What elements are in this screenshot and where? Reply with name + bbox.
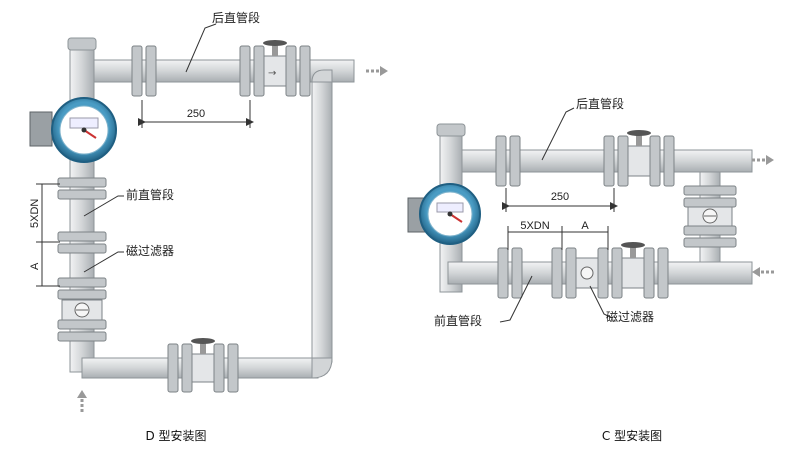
d-magnetic-filter [61,299,103,321]
d-label-magnetic-filter: 磁过滤器 [126,243,174,258]
c-inlet-arrow-icon [752,267,774,277]
c-caption: C 型安装图 [602,428,662,443]
d-label-rear-straight: 后直管段 [212,10,260,25]
c-leader-rear [541,107,575,161]
d-vertical-flanges [57,177,107,342]
d-top-flanges [131,45,311,97]
diagram-d: → [29,10,388,443]
c-bottom-flanges [497,247,669,299]
d-caption: D 型安装图 [145,428,206,443]
d-dim-5xdn-text: 5XDN [29,199,41,228]
d-dim-a-text: A [29,262,41,270]
c-dim-5xdn-text: 5XDN [520,220,549,232]
c-leader-filter [589,285,613,319]
c-top-flanges [495,135,675,187]
d-outlet-arrow-icon [366,66,388,76]
d-top-valve: → [263,40,287,87]
d-flow-meter [29,97,117,163]
d-bottom-valve [191,338,215,383]
svg-text:→: → [268,68,276,79]
c-dim-a-text: A [581,220,589,232]
d-bottom-flanges [167,343,239,393]
c-dim-250-text: 250 [551,191,569,203]
d-dim-vertical: 5XDN A [29,183,60,287]
diagram-c: 250 5XDN A 后直管段 前直管段 磁过滤器 C 型安装图 [407,96,774,443]
c-label-front-straight: 前直管段 [434,313,482,328]
c-dim-horizontal: 5XDN A [507,220,609,250]
c-dim-250: 250 [502,188,618,212]
c-label-magnetic-filter: 磁过滤器 [606,309,654,324]
d-dim-250-text: 250 [187,108,205,120]
d-dim-250: 250 [138,100,254,128]
d-inlet-arrow-icon [77,390,87,412]
c-bypass-filter [687,206,733,227]
c-magnetic-filter [575,257,599,289]
c-label-rear-straight: 后直管段 [576,96,624,111]
d-label-front-straight: 前直管段 [126,187,174,202]
c-bottom-valve [621,242,645,289]
c-flow-meter [407,183,481,245]
d-right-pipe [311,81,333,363]
c-bypass-flanges [683,185,737,248]
d-leader-front [83,195,124,217]
c-leader-front [499,275,533,323]
c-top-valve [627,130,651,177]
d-leader-rear [185,23,217,73]
d-leader-filter [83,251,124,273]
c-outlet-arrow-icon [752,155,774,165]
d-pipe-cap [67,37,97,51]
